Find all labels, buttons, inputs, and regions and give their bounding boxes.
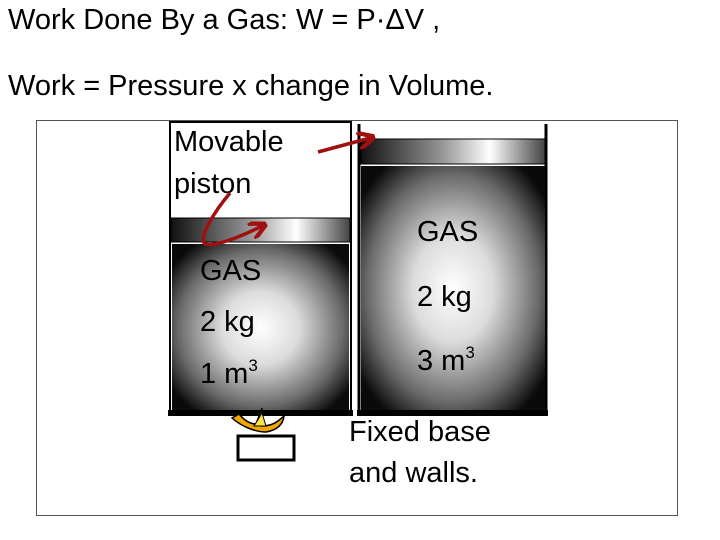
right-base	[357, 410, 548, 416]
right-mass-label: 2 kg	[417, 281, 472, 313]
right-cylinder	[357, 124, 548, 416]
arrow-to-right-piston	[317, 138, 370, 154]
fixed-label-line1: Fixed base	[349, 416, 491, 448]
left-gas-region	[172, 244, 349, 412]
left-mass-label: 2 kg	[200, 306, 255, 338]
right-gas-region	[361, 166, 545, 411]
left-volume-label: 1 m3	[200, 356, 258, 390]
fixed-label-line2: and walls.	[349, 457, 478, 489]
right-gas-label: GAS	[417, 216, 478, 248]
right-piston	[360, 138, 546, 165]
movable-label-line2: piston	[174, 168, 251, 200]
right-volume-label: 3 m3	[417, 343, 475, 377]
diagram-frame	[36, 120, 678, 516]
pointer-arrows	[201, 138, 370, 247]
left-piston	[170, 217, 351, 243]
title-line-1: Work Done By a Gas: W = P·ΔV ,	[8, 4, 441, 36]
movable-label-line1: Movable	[174, 126, 284, 158]
left-gas-label: GAS	[200, 255, 261, 287]
arrow-to-left-piston	[201, 191, 262, 247]
flame-icon	[230, 407, 285, 433]
burner-box	[236, 434, 296, 462]
left-cylinder	[168, 121, 353, 416]
title-line-2: Work = Pressure x change in Volume.	[8, 70, 494, 102]
